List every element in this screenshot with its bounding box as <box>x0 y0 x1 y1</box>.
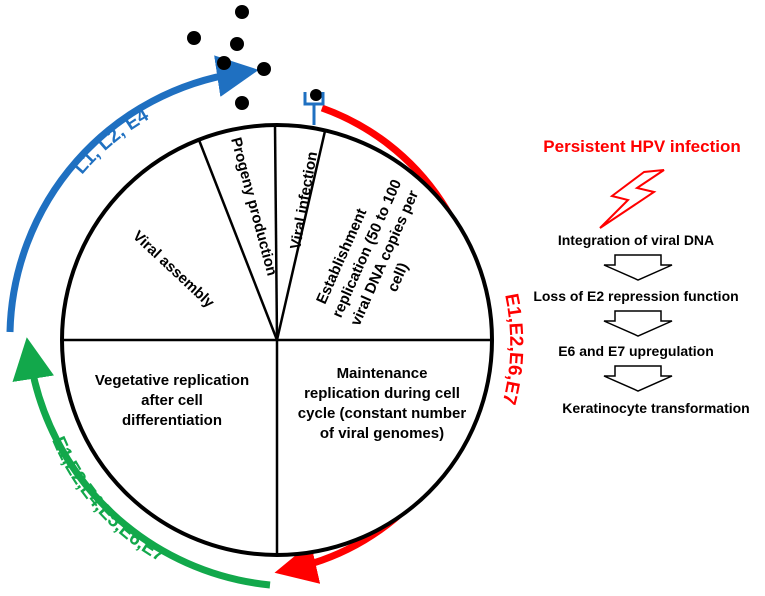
step-keratinocyte-transformation: Keratinocyte transformation <box>562 400 749 416</box>
early-genes-label: E1,E2,E6,E7 <box>498 292 527 407</box>
svg-text:differentiation: differentiation <box>122 412 222 429</box>
step-integration: Integration of viral DNA <box>558 232 714 248</box>
late-genes-arc <box>6 55 259 333</box>
svg-text:replication during cell: replication during cell <box>304 385 460 402</box>
differentiation-genes-arc <box>12 337 271 589</box>
segment-dividers <box>62 124 492 555</box>
virion-particle-icon <box>187 5 322 110</box>
svg-text:after cell: after cell <box>141 392 203 409</box>
svg-text:Maintenance: Maintenance <box>337 365 428 382</box>
lightning-bolt-icon <box>599 169 665 229</box>
down-arrow-icon <box>603 365 673 392</box>
segment-maintenance: Maintenance replication during cell cycl… <box>298 365 467 442</box>
segment-vegetative: Vegetative replication after cell differ… <box>95 372 249 429</box>
cell-receptor-icon <box>303 92 325 125</box>
down-arrow-icon <box>603 254 673 281</box>
progression-title: Persistent HPV infection <box>543 137 740 156</box>
svg-text:of viral genomes): of viral genomes) <box>320 425 444 442</box>
step-e6-e7-upregulation: E6 and E7 upregulation <box>558 343 714 359</box>
svg-text:cycle (constant number: cycle (constant number <box>298 405 467 422</box>
down-arrow-icon <box>603 310 673 337</box>
step-loss-e2: Loss of E2 repression function <box>533 288 738 304</box>
svg-text:Vegetative replication: Vegetative replication <box>95 372 249 389</box>
late-genes-label: L1, L2, E4 <box>70 105 153 179</box>
